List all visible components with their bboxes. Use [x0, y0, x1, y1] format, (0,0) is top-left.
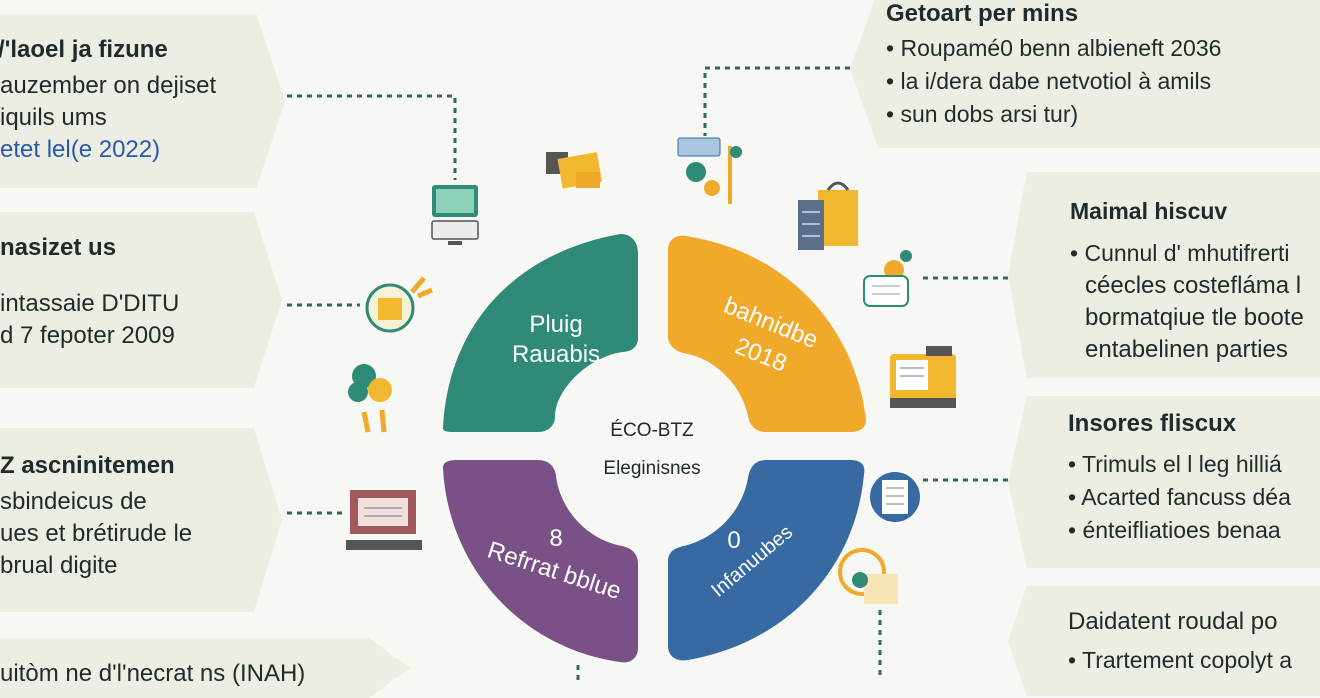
segment-teal-label-top: Pluig	[529, 311, 582, 338]
tree-icon	[677, 137, 742, 204]
left-card-3: Z ascninitemen sbindeicus de ues et brét…	[0, 428, 282, 612]
segment-blue-label-top: 0	[727, 527, 740, 554]
right-card-1-bullet-3: sun dobs arsi tur)	[886, 98, 1320, 131]
left-card-3-title: Z ascninitemen	[0, 452, 175, 479]
left-card-1: /'laoel ja fizune auzember on dejiset iq…	[0, 14, 285, 188]
left-card-2-title: nasizet us	[0, 234, 117, 261]
left-card-2: nasizet us intassaie D'DITU d 7 fepoter …	[0, 212, 282, 388]
segment-purple-label-top: 8	[549, 525, 562, 552]
left-card-2-line-2: d 7 fepoter 2009	[0, 322, 175, 349]
right-card-1-bullet-2: la i/dera dabe netvotiol à amils	[886, 65, 1320, 98]
segment-purple	[443, 460, 638, 663]
left-card-3-line-2: ues et brétirude le	[0, 520, 193, 547]
right-card-1-bullet-1: Roupamé0 benn albieneft 2036	[886, 32, 1320, 65]
right-card-3: Insores fliscux Trimuls el l leg hilliá …	[1008, 396, 1320, 568]
segment-blue	[668, 460, 865, 661]
left-card-1-line-2: iquils ums	[0, 104, 107, 131]
left-card-1-line-1: auzember on dejiset	[0, 72, 217, 99]
document-icon	[546, 152, 603, 189]
plant-cart-icon	[863, 250, 912, 307]
notepad-icon	[870, 472, 920, 522]
right-card-4: Daidatent roudal po Trartement copolyt a	[1008, 586, 1320, 696]
people-icon	[348, 364, 392, 433]
center-subtitle: Eleginisnes	[603, 458, 700, 479]
segment-teal-label-bottom: Rauabis	[512, 341, 600, 368]
right-card-2-bullet-1: Cunnul d' mhutifrerti	[1070, 237, 1320, 270]
right-card-3-bullet-2: Acarted fancuss déa	[1068, 481, 1320, 514]
right-card-3-bullet-1: Trimuls el l leg hilliá	[1068, 448, 1320, 481]
right-card-1: Getoart per mins Roupamé0 benn albieneft…	[850, 0, 1320, 148]
left-card-3-line-3: brual digite	[0, 552, 118, 579]
badge-icon	[365, 276, 433, 333]
left-card-1-title: /'laoel ja fizune	[0, 36, 168, 63]
segment-orange	[668, 235, 866, 432]
left-card-1-highlight: etet lel(e 2022)	[0, 136, 161, 163]
monitor-icon	[431, 185, 479, 245]
connector-right-1	[703, 66, 850, 136]
right-card-4-bullet-1: Trartement copolyt a	[1068, 644, 1320, 677]
right-card-2-title: Maimal hiscuv	[1070, 198, 1228, 224]
right-card-3-bullet-3: énteifliatioes benaa	[1068, 514, 1320, 547]
shopping-bag-icon	[818, 181, 858, 246]
right-card-2: Maimal hiscuv Cunnul d' mhutifrerti céec…	[1008, 172, 1320, 378]
cash-register-icon	[890, 346, 956, 408]
connectors	[287, 66, 1008, 680]
right-card-4-title: Daidatent roudal po	[1068, 608, 1278, 635]
gear-chart-icon	[838, 548, 898, 604]
right-card-2-line-3: entabelinen parties	[1085, 336, 1288, 363]
right-card-1-title: Getoart per mins	[886, 0, 1079, 27]
center-title: ÉCO-BTZ	[610, 420, 694, 441]
right-card-3-title: Insores fliscux	[1068, 410, 1237, 437]
server-icon	[798, 200, 824, 250]
laptop-icon	[346, 490, 422, 550]
connector-left-1	[287, 94, 457, 180]
right-card-2-line-2: bormatqiue tle boote	[1085, 304, 1304, 331]
left-card-3-line-1: sbindeicus de	[0, 488, 147, 515]
right-card-2-line-1: céecles costefláma l	[1085, 272, 1302, 299]
central-diagram: Pluig Rauabis bahnidbe 2018 8 Refrrat bb…	[287, 66, 1008, 680]
left-card-2-line-1: intassaie D'DITU	[0, 290, 180, 317]
segment-teal	[443, 234, 638, 432]
